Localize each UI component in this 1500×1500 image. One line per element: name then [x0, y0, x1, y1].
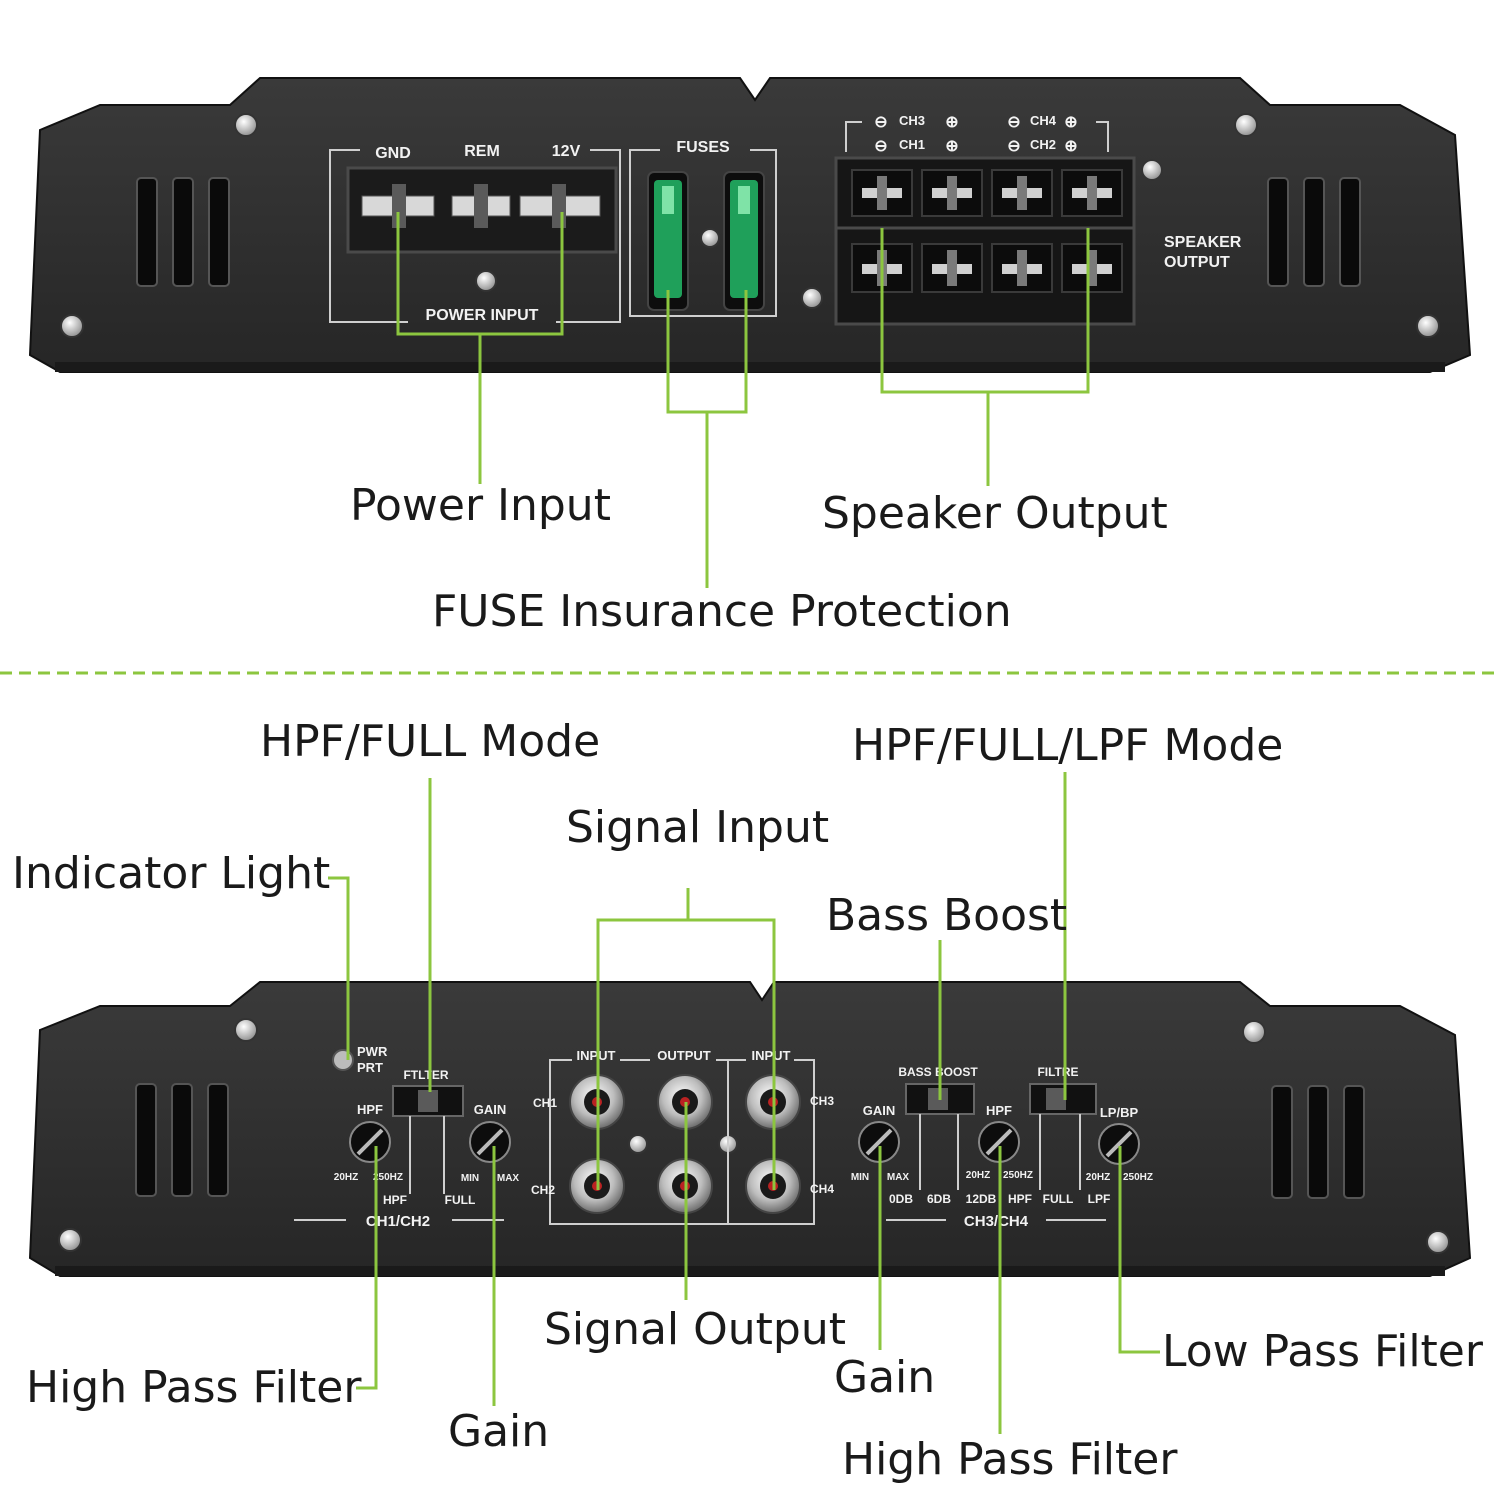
sw-lpf-label: LPF [1088, 1192, 1111, 1206]
ch4-plus-icon: ⊕ [1064, 114, 1077, 131]
left-filter-label: FTLTER [403, 1068, 448, 1082]
right-hpf-250hz-label: 250HZ [1003, 1170, 1033, 1181]
rca-ch1-label: CH1 [533, 1096, 557, 1110]
hpf-full-lpf-switch[interactable] [1029, 1083, 1097, 1115]
callout-power-input: Power Input [350, 480, 611, 531]
indicator-led [332, 1049, 354, 1071]
power-terminal-block [346, 166, 618, 254]
callout-signal-output: Signal Output [544, 1304, 846, 1355]
ch4-minus-icon: ⊖ [1007, 114, 1020, 131]
speaker-terminal-block [834, 156, 1136, 326]
gnd-label: GND [375, 145, 411, 162]
panel-screws-top [60, 113, 1440, 338]
ch1-label: CH1 [899, 137, 925, 152]
ch3-minus-icon: ⊖ [874, 114, 887, 131]
bottom-leader-lines [328, 772, 1160, 1434]
right-filter-label: FILTRE [1037, 1065, 1078, 1079]
callout-bass-boost: Bass Boost [826, 890, 1068, 941]
vent-slots-right [1267, 177, 1361, 287]
ch3-plus-icon: ⊕ [945, 114, 958, 131]
output-label: OUTPUT [657, 1048, 711, 1063]
lpbp-label: LP/BP [1100, 1105, 1139, 1120]
ch4-label: CH4 [1030, 113, 1057, 128]
ch1-plus-icon: ⊕ [945, 138, 958, 155]
callout-fuse-protection: FUSE Insurance Protection [432, 586, 1012, 637]
left-hpf-label: HPF [357, 1102, 383, 1117]
power-input-silk-label: POWER INPUT [426, 307, 539, 324]
bass-0db-label: 0DB [889, 1192, 913, 1206]
bass-12db-label: 12DB [966, 1192, 997, 1206]
panel-screws-bottom [58, 1018, 1450, 1254]
bottom-amplifier-panel: PWR PRT FTLTER HPF GAIN 20HZ 250HZ MIN M… [28, 981, 1472, 1277]
left-250hz-label: 250HZ [373, 1172, 403, 1183]
fuse-right [723, 171, 765, 311]
ch3ch4-label: CH3/CH4 [964, 1213, 1029, 1230]
bass-6db-label: 6DB [927, 1192, 951, 1206]
sw-hpf-label: HPF [1008, 1192, 1032, 1206]
bass-boost-label: BASS BOOST [898, 1065, 978, 1079]
rem-label: REM [464, 143, 500, 160]
rca-ch2-label: CH2 [531, 1183, 555, 1197]
right-gain-label: GAIN [863, 1103, 896, 1118]
ch2-minus-icon: ⊖ [1007, 138, 1020, 155]
vent-slots-bottom-left [135, 1083, 229, 1197]
switch-hpf-label: HPF [383, 1193, 407, 1207]
right-gain-knob[interactable] [858, 1121, 900, 1163]
input-left-label: INPUT [577, 1048, 616, 1063]
speaker-output-silk-line2: OUTPUT [1164, 254, 1230, 271]
sw-full-label: FULL [1043, 1192, 1074, 1206]
callout-hpf-full-lpf-mode: HPF/FULL/LPF Mode [852, 720, 1284, 771]
right-min-label: MIN [851, 1172, 869, 1183]
left-max-label: MAX [497, 1173, 520, 1184]
left-gain-knob[interactable] [469, 1121, 511, 1163]
left-20hz-label: 20HZ [334, 1172, 358, 1183]
fuses-label: FUSES [676, 139, 730, 156]
ch2-plus-icon: ⊕ [1064, 138, 1077, 155]
rca-ch3-label: CH3 [810, 1094, 834, 1108]
pwr-label: PWR [357, 1044, 388, 1059]
prt-label: PRT [357, 1060, 383, 1075]
callout-indicator-light: Indicator Light [12, 848, 331, 899]
callout-high-pass-filter-left: High Pass Filter [26, 1362, 362, 1413]
callout-high-pass-filter-right: High Pass Filter [842, 1434, 1178, 1485]
callout-speaker-output: Speaker Output [822, 488, 1168, 539]
left-min-label: MIN [461, 1173, 479, 1184]
12v-label: 12V [552, 143, 581, 160]
callout-gain-left: Gain [448, 1406, 550, 1457]
top-amplifier-panel: GND REM 12V POWER INPUT FUSES [28, 77, 1472, 373]
lpf-20hz-label: 20HZ [1086, 1172, 1110, 1183]
hpf-full-switch[interactable] [392, 1085, 464, 1117]
left-hpf-knob[interactable] [349, 1121, 391, 1163]
right-hpf-20hz-label: 20HZ [966, 1170, 990, 1181]
ch1-minus-icon: ⊖ [874, 138, 887, 155]
ch1ch2-label: CH1/CH2 [366, 1213, 430, 1230]
rca-ch4-label: CH4 [810, 1182, 834, 1196]
input-right-label: INPUT [752, 1048, 791, 1063]
lpf-250hz-label: 250HZ [1123, 1172, 1153, 1183]
switch-full-label: FULL [445, 1193, 476, 1207]
fuse-left [647, 171, 689, 311]
ch3-label: CH3 [899, 113, 925, 128]
vent-slots-left [136, 177, 230, 287]
speaker-output-silk-line1: SPEAKER [1164, 234, 1242, 251]
vent-slots-bottom-right [1271, 1085, 1365, 1199]
top-leader-lines [396, 212, 1090, 588]
ch2-label: CH2 [1030, 137, 1056, 152]
callout-low-pass-filter: Low Pass Filter [1162, 1326, 1483, 1377]
right-hpf-label: HPF [986, 1103, 1012, 1118]
callout-signal-input: Signal Input [566, 802, 830, 853]
callout-hpf-full-mode: HPF/FULL Mode [260, 716, 601, 767]
right-max-label: MAX [887, 1172, 910, 1183]
left-gain-label: GAIN [474, 1102, 507, 1117]
callout-gain-right: Gain [834, 1352, 936, 1403]
